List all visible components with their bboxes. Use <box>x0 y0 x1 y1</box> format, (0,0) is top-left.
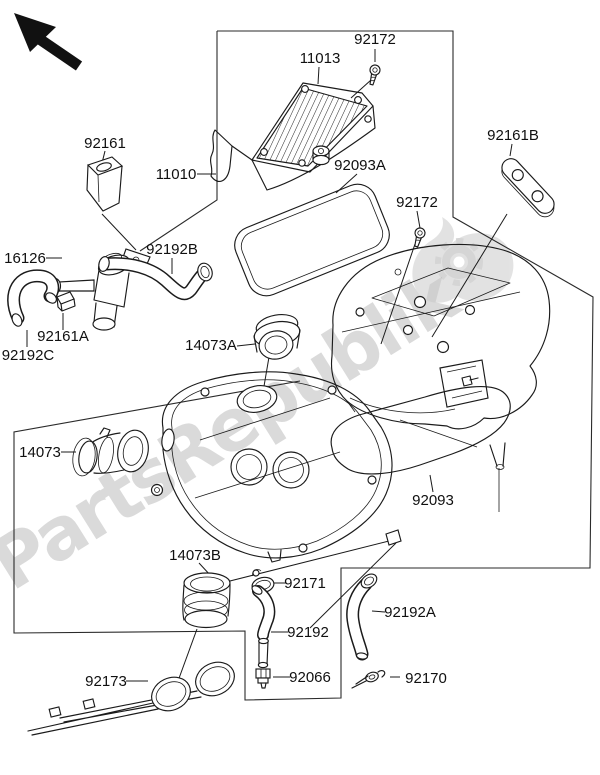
small-damper-drawing <box>56 291 76 312</box>
part-label-92066: 92066 <box>289 669 331 686</box>
part-label-11013: 11013 <box>300 50 341 67</box>
air-duct-drawing <box>72 427 149 477</box>
part-label-92161B: 92161B <box>487 127 539 144</box>
part-label-92192C: 92192C <box>2 347 55 364</box>
watermark-gear-icon <box>412 217 514 303</box>
part-label-92093: 92093 <box>412 492 454 509</box>
drain-hose-drawing <box>251 585 276 669</box>
screw-92172-top <box>369 64 381 86</box>
grouping-boxes <box>13 30 594 701</box>
part-label-92173: 92173 <box>85 673 127 690</box>
part-label-92192B: 92192B <box>146 241 198 258</box>
clamp-pair-drawing <box>27 661 235 736</box>
leader-lines <box>26 49 513 693</box>
part-label-14073: 14073 <box>19 444 61 461</box>
screw-92172-side <box>414 227 426 248</box>
plug-92066-drawing <box>255 668 271 689</box>
part-label-92172-top: 92172 <box>354 31 396 48</box>
part-label-14073A: 14073A <box>185 337 237 354</box>
part-label-11010: 11010 <box>156 166 197 183</box>
part-label-92171: 92171 <box>284 575 326 592</box>
back-arrow-icon[interactable] <box>14 13 83 71</box>
part-label-92192: 92192 <box>287 624 329 641</box>
hose-92192B-drawing <box>98 256 213 301</box>
part-labels: 92172 11013 92161 11010 92093A 92172 921… <box>2 31 539 690</box>
wire-clamp-drawing <box>351 669 386 689</box>
housing-gasket-drawing <box>330 385 511 475</box>
part-label-16126: 16126 <box>4 250 46 267</box>
breather-hose-drawing <box>346 573 378 661</box>
part-label-92093A: 92093A <box>334 157 386 174</box>
part-label-92172-side: 92172 <box>396 194 438 211</box>
part-label-92161A: 92161A <box>37 328 89 345</box>
part-label-92192A: 92192A <box>384 604 436 621</box>
part-label-92170: 92170 <box>405 670 447 687</box>
bracket-drawing <box>86 156 124 212</box>
damper-strip-drawing <box>501 158 555 218</box>
hose-92192C-drawing <box>7 269 60 327</box>
lower-duct-drawing <box>182 572 231 629</box>
watermark-text: PartsRepublik <box>0 252 474 606</box>
lower-housing-drawing <box>150 371 402 563</box>
filter-gasket-drawing <box>234 183 390 297</box>
part-label-14073B: 14073B <box>169 547 221 564</box>
duct-cap-drawing <box>253 313 301 360</box>
part-label-92161: 92161 <box>84 135 126 152</box>
